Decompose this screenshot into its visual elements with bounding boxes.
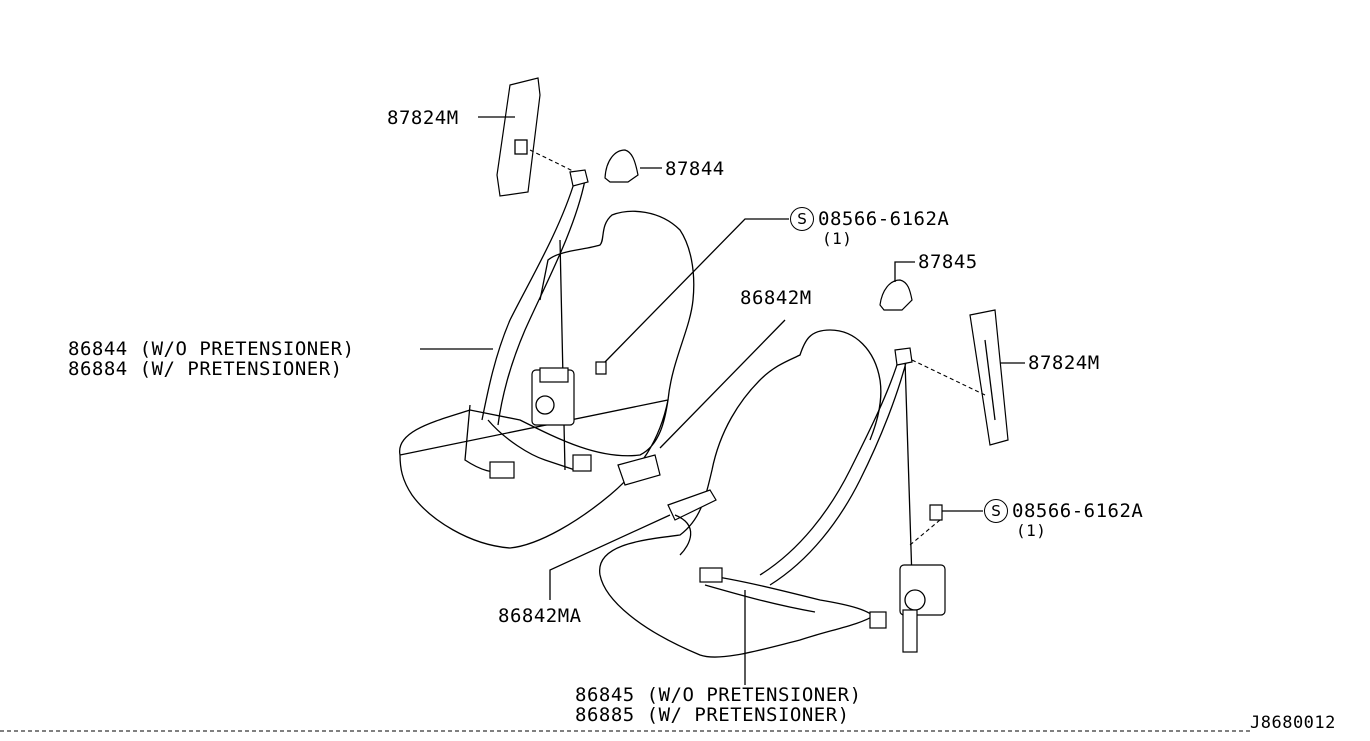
pillar-trim-top <box>496 77 541 197</box>
leader-86842ma <box>549 514 671 600</box>
bolt-symbol-top: S <box>790 207 814 231</box>
left-shoulder-anchor <box>569 169 589 187</box>
label-86884: 86884 (W/ PRETENSIONER) <box>68 358 343 380</box>
bolt-top <box>595 361 607 375</box>
right-shoulder-anchor <box>894 347 913 366</box>
buckle-86842ma <box>667 489 717 521</box>
right-retractor-bracket <box>902 609 918 653</box>
right-floor-anchor <box>699 567 723 583</box>
buckle-cable <box>674 514 692 556</box>
right-lower-anchor <box>869 611 887 629</box>
label-bolt-right-qty: (1) <box>1016 521 1047 540</box>
right-belt-webbing <box>704 354 913 621</box>
left-belt-webbing <box>464 179 586 473</box>
label-87824m-right: 87824M <box>1028 352 1100 374</box>
pillar-trim-right <box>969 309 1009 446</box>
dashed-guide-top <box>529 149 576 173</box>
bolt-symbol-right: S <box>984 499 1008 523</box>
cover-87845 <box>879 279 913 311</box>
right-seat-outline <box>599 329 882 658</box>
left-anchor <box>572 454 592 472</box>
label-86845: 86845 (W/O PRETENSIONER) <box>575 684 862 706</box>
label-87845: 87845 <box>918 251 978 273</box>
leader-87845 <box>894 261 915 282</box>
cover-87844 <box>604 149 639 183</box>
right-retractor <box>899 564 946 616</box>
left-lower-anchor <box>489 461 515 479</box>
dashed-bolt-right <box>909 519 941 546</box>
label-86844: 86844 (W/O PRETENSIONER) <box>68 338 355 360</box>
label-87844: 87844 <box>665 158 725 180</box>
label-86842m: 86842M <box>740 287 812 309</box>
label-86842ma: 86842MA <box>498 605 582 627</box>
label-bolt-top-qty: (1) <box>822 229 853 248</box>
left-retractor-spool <box>535 395 555 415</box>
label-86885: 86885 (W/ PRETENSIONER) <box>575 704 850 726</box>
label-bolt-top-num: 08566-6162A <box>818 208 950 230</box>
label-bolt-right-num: 08566-6162A <box>1012 500 1144 522</box>
diagram-code: J8680012 <box>1250 713 1336 733</box>
dashed-guide-right <box>911 359 986 396</box>
pillar-trim-right-slots <box>984 339 996 421</box>
pillar-trim-top-slot <box>514 139 528 155</box>
leader-86842m <box>659 319 786 449</box>
bolt-right <box>929 504 943 521</box>
leader-bolt-top <box>604 218 789 363</box>
label-87824m-top: 87824M <box>387 107 459 129</box>
buckle-86842m <box>617 454 661 486</box>
left-retractor-top <box>539 367 569 383</box>
